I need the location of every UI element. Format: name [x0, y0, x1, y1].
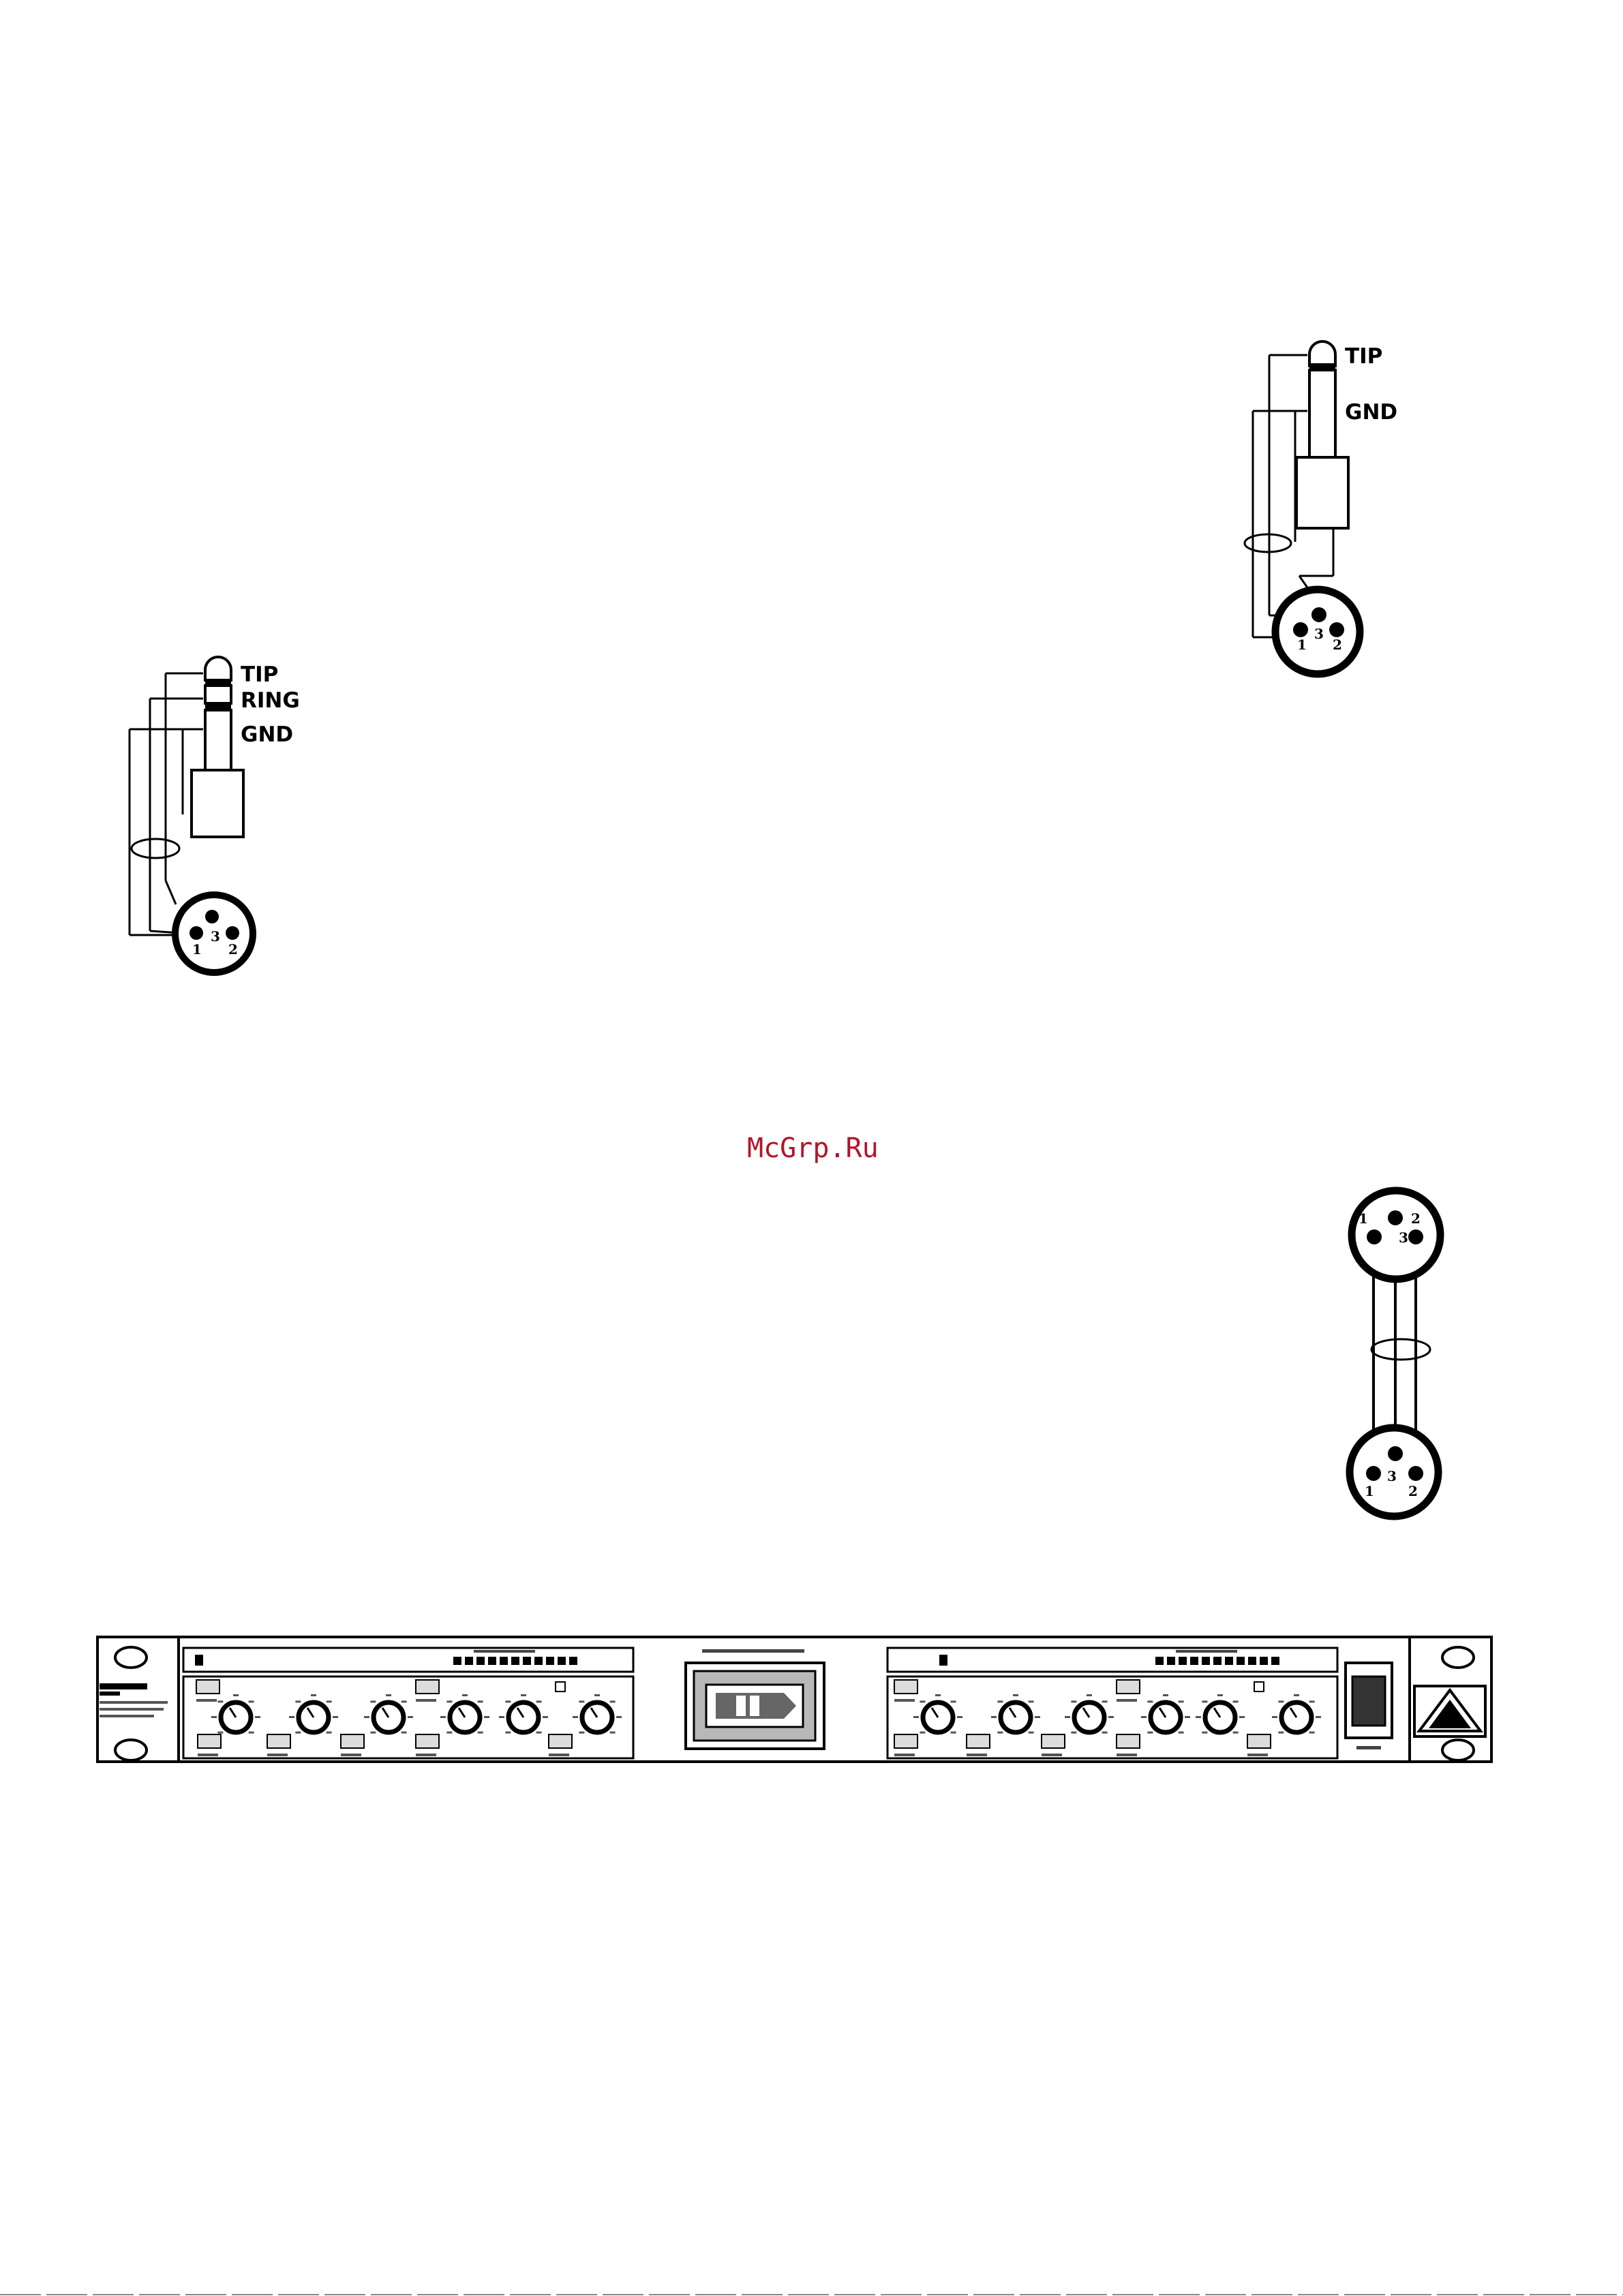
- screw-hole-icon: [115, 1647, 147, 1668]
- panel-button-icon: [341, 1734, 364, 1748]
- lock-icon: [939, 1655, 947, 1666]
- warning-triangle-icon: [1414, 1686, 1485, 1736]
- ts-jack-plug-icon: [1296, 341, 1348, 528]
- meter-led-icon: [546, 1657, 554, 1665]
- panel-button-icon: [196, 1680, 219, 1694]
- ts-to-xlr-diagram: 1 2 3 TIP GND: [1245, 341, 1397, 674]
- cable-shield-icon: [132, 839, 179, 858]
- meter-led-icon: [569, 1657, 577, 1665]
- panel-button-icon: [894, 1734, 917, 1748]
- power-switch-icon: [1346, 1663, 1392, 1749]
- pin-1-label: 1: [192, 941, 202, 958]
- meter-led-icon: [1155, 1657, 1164, 1665]
- screw-hole-icon: [1442, 1647, 1474, 1668]
- trs-jack-plug-icon: [192, 657, 243, 837]
- meter-led-icon: [523, 1657, 531, 1665]
- pin-2-label: 2: [1333, 637, 1342, 653]
- watermark-text: McGrp.Ru: [747, 1133, 879, 1164]
- cable-shield-icon: [1245, 534, 1291, 552]
- meter-led-icon: [534, 1657, 543, 1665]
- lock-icon: [195, 1655, 203, 1666]
- meter-led-icon: [558, 1657, 566, 1665]
- panel-button-icon: [416, 1734, 439, 1748]
- panel-button-icon: [549, 1734, 572, 1748]
- meter-led-icon: [1179, 1657, 1187, 1665]
- meter-led-icon: [500, 1657, 508, 1665]
- panel-button-icon: [1042, 1734, 1065, 1748]
- gnd-label: GND: [241, 722, 293, 747]
- panel-button-icon: [1117, 1680, 1140, 1694]
- channel-2-controls: [888, 1648, 1337, 1758]
- xlr-connector-bottom-icon: 1 2 3: [1350, 1428, 1438, 1516]
- tube-window-icon: [686, 1663, 824, 1749]
- pin-2-label: 2: [1408, 1483, 1418, 1499]
- meter-led-icon: [488, 1657, 496, 1665]
- tip-label: TIP: [241, 662, 278, 687]
- panel-button-icon: [1117, 1734, 1140, 1748]
- ring-label: RING: [241, 688, 300, 713]
- screw-hole-icon: [1442, 1740, 1474, 1760]
- pin-3-label: 3: [1314, 626, 1324, 642]
- meter-led-icon: [1248, 1657, 1256, 1665]
- meter-led-icon: [1225, 1657, 1233, 1665]
- panel-button-icon: [267, 1734, 290, 1748]
- cable-shield-icon: [1371, 1339, 1430, 1360]
- trs-to-xlr-diagram: 1 2 3 TIP RING GND: [130, 657, 300, 973]
- xlr-connector-top-icon: 1 2 3: [1352, 1191, 1440, 1279]
- panel-button-icon: [198, 1734, 221, 1748]
- pin-3-label: 3: [1399, 1229, 1408, 1246]
- panel-button-icon: [416, 1680, 439, 1694]
- pin-1-label: 1: [1359, 1210, 1368, 1227]
- xlr-connector-icon: 1 2 3: [175, 895, 253, 973]
- meter-led-icon: [1190, 1657, 1198, 1665]
- panel-button-icon: [894, 1680, 917, 1694]
- meter-led-icon: [1213, 1657, 1222, 1665]
- pin-3-label: 3: [211, 928, 220, 945]
- tip-label: TIP: [1345, 344, 1382, 369]
- pin-2-label: 2: [1411, 1210, 1421, 1227]
- meter-led-icon: [476, 1657, 485, 1665]
- meter-led-icon: [453, 1657, 461, 1665]
- meter-led-icon: [465, 1657, 473, 1665]
- meter-led-icon: [1167, 1657, 1175, 1665]
- panel-button-icon: [967, 1734, 990, 1748]
- screw-hole-icon: [115, 1740, 147, 1760]
- channel-1-controls: [183, 1648, 633, 1758]
- pin-1-label: 1: [1297, 637, 1307, 653]
- meter-led-icon: [1271, 1657, 1279, 1665]
- meter-led-icon: [1260, 1657, 1268, 1665]
- panel-button-icon: [1247, 1734, 1271, 1748]
- pin-3-label: 3: [1387, 1468, 1397, 1484]
- xlr-to-xlr-diagram: 1 2 3 1 2 3: [1350, 1191, 1440, 1516]
- front-panel-illustration: [97, 1637, 1491, 1762]
- pin-2-label: 2: [228, 941, 238, 958]
- gnd-label: GND: [1345, 400, 1397, 425]
- pin-1-label: 1: [1365, 1483, 1374, 1499]
- xlr-connector-icon: 1 2 3: [1275, 590, 1360, 674]
- meter-led-icon: [1202, 1657, 1210, 1665]
- meter-led-icon: [1237, 1657, 1245, 1665]
- meter-led-icon: [511, 1657, 519, 1665]
